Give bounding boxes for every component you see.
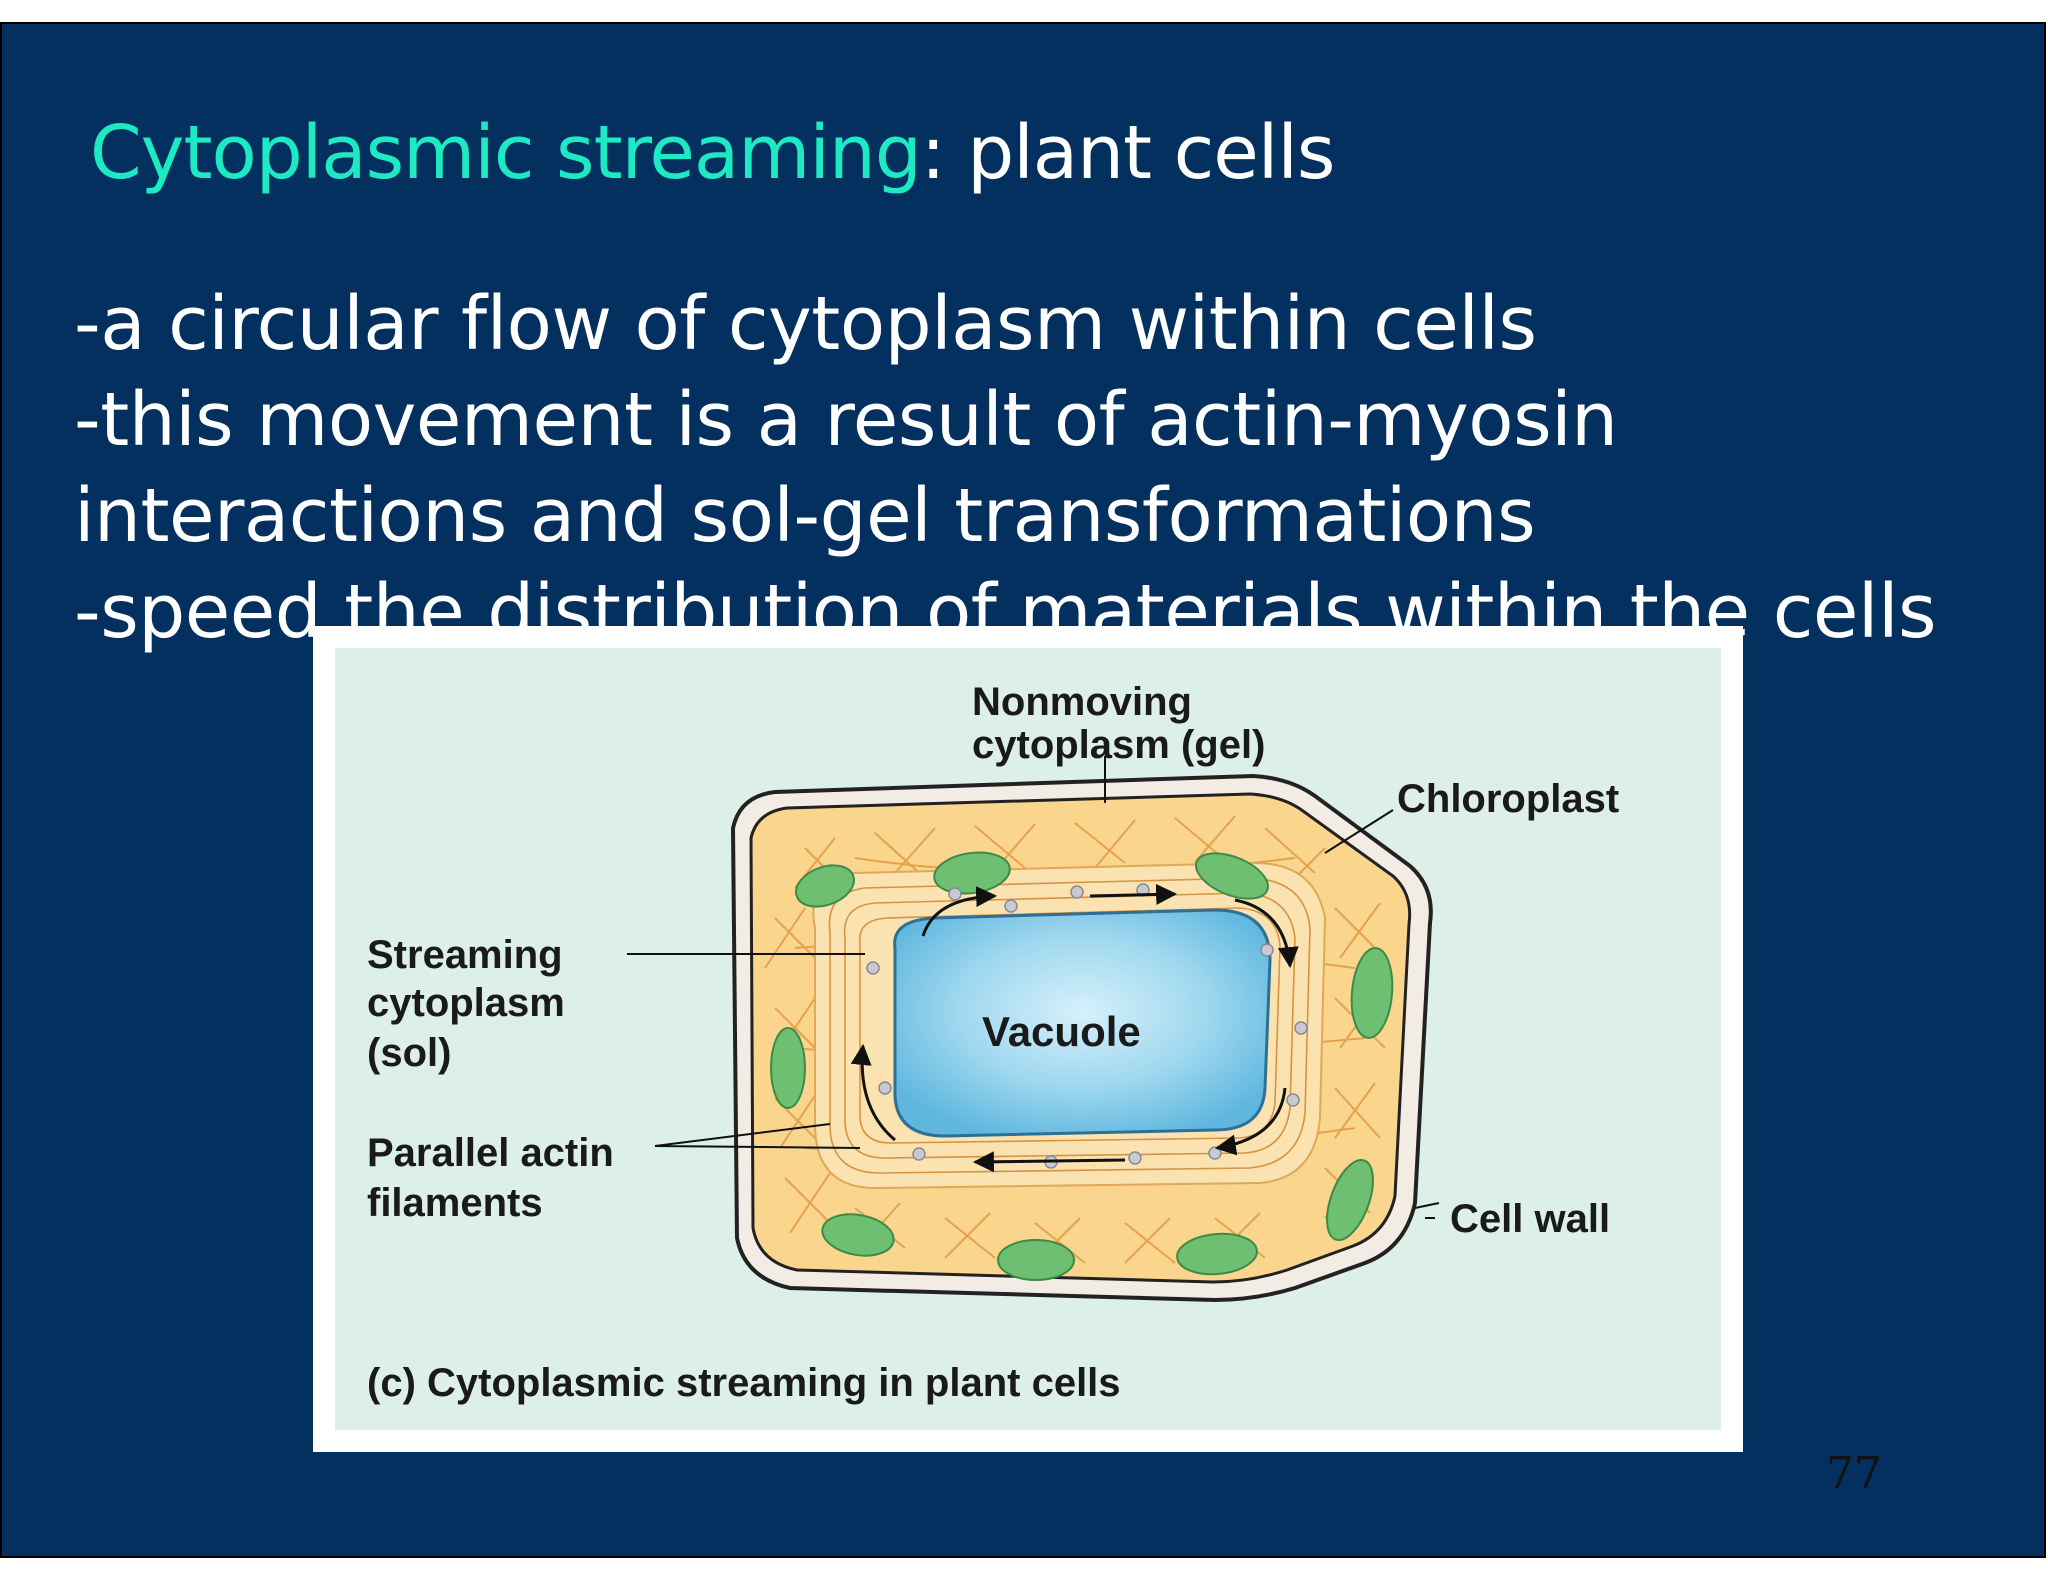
chloroplast (1195, 852, 1269, 900)
figure-frame: Nonmoving cytoplasm (gel) Chloroplast St… (313, 626, 1743, 1452)
chloroplast (795, 864, 855, 908)
arrow (1089, 883, 1178, 905)
chloroplast (1350, 947, 1394, 1039)
bullet-list: -a circular flow of cytoplasm within cel… (74, 276, 1937, 660)
chloroplast (821, 1213, 895, 1257)
chloroplast (933, 851, 1011, 895)
label-parallel-actin: Parallel actin (367, 1131, 614, 1175)
vacuole-shape (893, 908, 1272, 1138)
page-number: 77 (1826, 1448, 1882, 1499)
leader-lines (627, 756, 1440, 1219)
arrow (850, 1043, 896, 1142)
slide-title: Cytoplasmic streaming: plant cells (90, 116, 1335, 190)
streaming-arrows (850, 883, 1299, 1173)
label-cell-wall: Cell wall (1450, 1197, 1610, 1241)
bullet-item: -a circular flow of cytoplasm within cel… (74, 281, 1537, 367)
arrow (1234, 898, 1299, 969)
label-streaming-cytoplasm: (sol) (367, 1031, 451, 1075)
title-colon: : (920, 110, 946, 196)
parallel-filaments (828, 877, 1311, 1174)
chloroplast (770, 1027, 806, 1109)
label-streaming-cytoplasm: Streaming (367, 933, 563, 977)
label-nonmoving-cytoplasm: cytoplasm (gel) (972, 723, 1265, 767)
chloroplasts (770, 851, 1394, 1281)
title-rest: plant cells (944, 110, 1335, 196)
arrow (921, 886, 998, 937)
label-nonmoving-cytoplasm: Nonmoving (972, 680, 1192, 724)
label-streaming-cytoplasm: cytoplasm (367, 981, 565, 1025)
chloroplast (997, 1239, 1075, 1281)
title-accent: Cytoplasmic streaming (90, 110, 922, 196)
figure-caption: (c) Cytoplasmic streaming in plant cells (367, 1361, 1121, 1405)
bullet-item: interactions and sol-gel transformations (74, 473, 1536, 559)
chloroplast (1326, 1159, 1374, 1241)
label-parallel-actin: filaments (367, 1181, 543, 1225)
arrow (1214, 1087, 1287, 1156)
figure-panel: Nonmoving cytoplasm (gel) Chloroplast St… (335, 648, 1721, 1430)
arrow (972, 1151, 1126, 1173)
cytoplasmic-streaming-diagram: Nonmoving cytoplasm (gel) Chloroplast St… (367, 680, 1619, 1405)
label-chloroplast: Chloroplast (1397, 777, 1619, 821)
label-vacuole: Vacuole (982, 1008, 1141, 1055)
bullet-item: -this movement is a result of actin-myos… (74, 377, 1618, 463)
chloroplast (1176, 1232, 1258, 1276)
